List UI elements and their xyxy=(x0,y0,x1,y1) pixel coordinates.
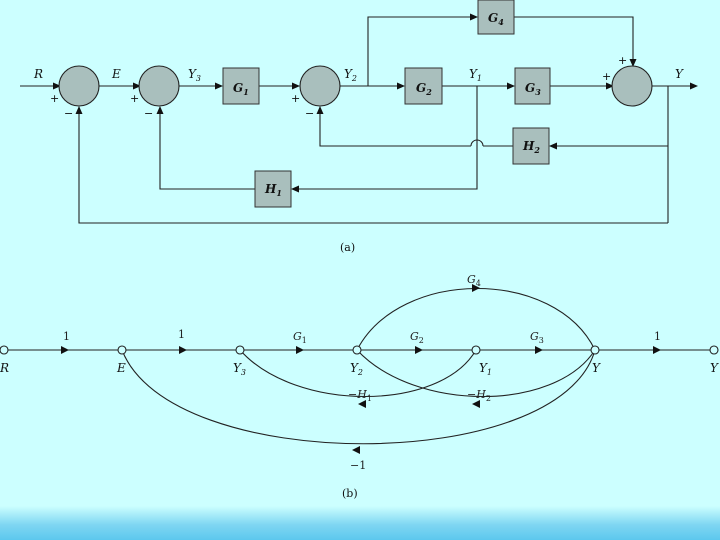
arrow-into-s2 xyxy=(133,82,141,90)
sign-s4-top-plus: + xyxy=(618,54,627,67)
arrow-feedback-into-s1 xyxy=(75,106,83,114)
branch-neg-h2 xyxy=(356,349,596,398)
sign-s3-plus: + xyxy=(291,92,300,105)
block-h2-label: H2 xyxy=(522,139,540,155)
arrow-into-s3 xyxy=(292,82,300,90)
summing-junction-3 xyxy=(299,65,341,107)
arrow-into-g4 xyxy=(470,13,478,21)
bottom-gradient-band xyxy=(0,506,720,540)
caption-b: (b) xyxy=(342,487,358,500)
node-r xyxy=(0,345,9,355)
gain-e-y3-label: 1 xyxy=(178,328,185,341)
arrow-g3 xyxy=(535,346,543,354)
branch-neg-one xyxy=(121,349,596,445)
node-y2 xyxy=(352,345,362,355)
wire-y1-to-h1 xyxy=(293,86,478,190)
arrow-g4-into-s4 xyxy=(629,59,637,67)
wire-g4-out xyxy=(514,16,634,62)
node-y3-label: Y3 xyxy=(233,361,246,377)
wire-g4-in xyxy=(367,16,476,86)
block-h2 xyxy=(512,127,550,165)
arrow-into-h2 xyxy=(549,142,557,150)
arrow-neg-h1 xyxy=(358,400,366,408)
summing-junction-2 xyxy=(138,65,180,107)
arrow-neg-h2 xyxy=(472,400,480,408)
wire-h1-out xyxy=(159,111,255,190)
sign-s2-plus: + xyxy=(130,92,139,105)
block-diagram: G1 G2 G3 G4 H2 H1 R E Y3 Y2 Y1 Y + − + −… xyxy=(20,0,698,254)
branch-neg-h1 xyxy=(239,349,477,398)
gain-g2-label: G2 xyxy=(410,330,424,345)
gain-neg-one-label: −1 xyxy=(350,459,366,472)
sign-s3-minus: − xyxy=(305,107,314,120)
sign-s4-left-plus: + xyxy=(602,70,611,83)
node-y-output xyxy=(709,345,719,355)
arrow-into-g1 xyxy=(215,82,223,90)
arrow-e-y3 xyxy=(179,346,187,354)
caption-a: (a) xyxy=(340,241,355,254)
arrow-into-h1 xyxy=(291,185,299,193)
sign-s2-minus: − xyxy=(144,107,153,120)
arrow-g4 xyxy=(472,284,480,292)
gain-r-e-label: 1 xyxy=(63,330,70,343)
block-g4-label: G4 xyxy=(488,11,504,27)
signal-r-label: R xyxy=(33,67,43,81)
node-r-label: R xyxy=(0,361,9,375)
signal-y2-label: Y2 xyxy=(344,67,357,83)
block-g3 xyxy=(514,67,551,105)
node-y-output-label: Y xyxy=(710,361,719,375)
block-g2-label: G2 xyxy=(416,81,432,97)
node-y1-label: Y1 xyxy=(479,361,492,377)
wire-h2-out-b xyxy=(319,111,471,147)
block-g3-label: G3 xyxy=(525,81,541,97)
arrow-into-g2 xyxy=(397,82,405,90)
arrow-h2-into-s3 xyxy=(316,106,324,114)
arrow-y-out xyxy=(653,346,661,354)
block-g1-label: G1 xyxy=(233,81,249,97)
signal-y-label: Y xyxy=(675,67,684,81)
sign-s1-minus: − xyxy=(64,107,73,120)
sign-s1-plus: + xyxy=(50,92,59,105)
block-g2 xyxy=(404,67,443,105)
gain-neg-h2-label: −H2 xyxy=(467,388,491,403)
arrow-into-s1 xyxy=(53,82,61,90)
signal-flow-graph: R E Y3 Y2 Y1 Y Y 1 1 G1 G2 G3 G4 1 −H1 −… xyxy=(0,273,719,500)
summing-junction-4 xyxy=(611,65,653,107)
gain-g4-label: G4 xyxy=(467,273,481,288)
node-e-label: E xyxy=(116,361,126,375)
block-g1 xyxy=(222,67,260,105)
summing-junction-1 xyxy=(58,65,100,107)
arrow-r-e xyxy=(61,346,69,354)
block-g4 xyxy=(477,0,515,35)
node-y1 xyxy=(471,345,481,355)
branch-g4 xyxy=(356,288,596,351)
arrow-into-g3 xyxy=(507,82,515,90)
node-e xyxy=(117,345,127,355)
signal-y3-label: Y3 xyxy=(188,67,201,83)
wire-unity-feedback xyxy=(78,111,668,224)
arrow-output-y xyxy=(690,82,698,90)
node-y3 xyxy=(235,345,245,355)
arrow-into-s4 xyxy=(606,82,614,90)
block-h1-label: H1 xyxy=(264,182,282,198)
node-y xyxy=(590,345,600,355)
signal-e-label: E xyxy=(111,67,121,81)
node-y2-label: Y2 xyxy=(350,361,363,377)
arrow-g1 xyxy=(296,346,304,354)
arrow-neg-one xyxy=(352,446,360,454)
arrow-h1-into-s2 xyxy=(156,106,164,114)
gain-g1-label: G1 xyxy=(293,330,307,345)
block-h1 xyxy=(254,170,292,208)
signal-y1-label: Y1 xyxy=(469,67,482,83)
node-y-label: Y xyxy=(592,361,601,375)
arrow-g2 xyxy=(415,346,423,354)
gain-y-out-label: 1 xyxy=(654,330,661,343)
gain-g3-label: G3 xyxy=(530,330,544,345)
gain-neg-h1-label: −H1 xyxy=(348,388,372,403)
